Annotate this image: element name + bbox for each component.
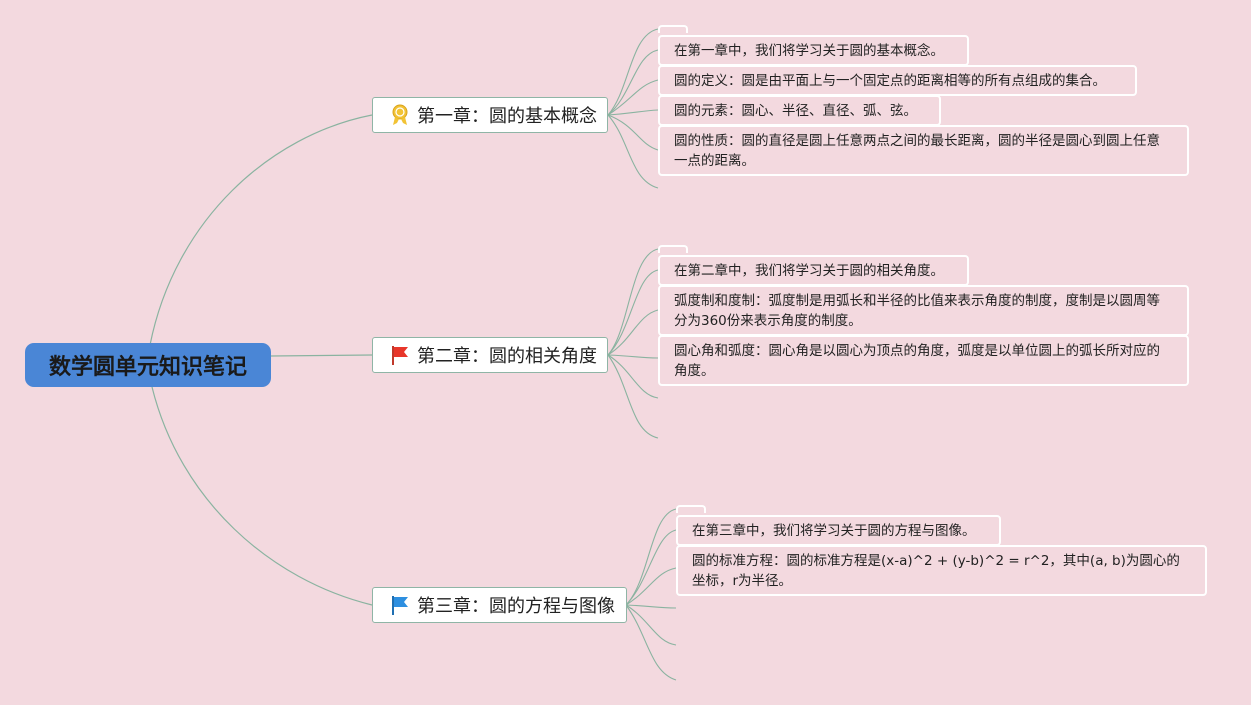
ch3-note-2[interactable]: 圆的标准方程：圆的标准方程是(x-a)^2 + (y-b)^2 = r^2，其中…: [676, 545, 1207, 596]
ch3-empty-stub: [676, 505, 706, 513]
ch2-note-2[interactable]: 弧度制和度制：弧度制是用弧长和半径的比值来表示角度的制度，度制是以圆周等分为36…: [658, 285, 1189, 336]
ch1-note-2[interactable]: 圆的定义：圆是由平面上与一个固定点的距离相等的所有点组成的集合。: [658, 65, 1137, 96]
ch2-note-3[interactable]: 圆心角和弧度：圆心角是以圆心为顶点的角度，弧度是以单位圆上的弧长所对应的角度。: [658, 335, 1189, 386]
ch2-branches: [607, 248, 659, 439]
ch1-empty-stub: [658, 25, 688, 33]
chapter-2-node[interactable]: 第二章：圆的相关角度: [372, 337, 608, 373]
ch1-note-3[interactable]: 圆的元素：圆心、半径、直径、弧、弦。: [658, 95, 941, 126]
chapter-1-node[interactable]: 第一章：圆的基本概念: [372, 97, 608, 133]
blue-flag-icon: [389, 594, 411, 616]
ch1-branches: [607, 28, 659, 189]
connector-root-ch3: [151, 386, 373, 606]
chapter-3-node[interactable]: 第三章：圆的方程与图像: [372, 587, 627, 623]
ch1-note-4[interactable]: 圆的性质：圆的直径是圆上任意两点之间的最长距离，圆的半径是圆心到圆上任意一点的距…: [658, 125, 1189, 176]
central-topic[interactable]: 数学圆单元知识笔记: [25, 343, 271, 387]
connector-root-ch1: [149, 114, 373, 346]
chapter-3-label: 第三章：圆的方程与图像: [417, 596, 615, 617]
ch2-note-1[interactable]: 在第二章中，我们将学习关于圆的相关角度。: [658, 255, 969, 286]
ch2-empty-stub: [658, 245, 688, 253]
ch3-branches: [625, 508, 677, 681]
ch3-note-1[interactable]: 在第三章中，我们将学习关于圆的方程与图像。: [676, 515, 1001, 546]
award-ribbon-icon: [389, 104, 411, 126]
chapter-2-label: 第二章：圆的相关角度: [417, 346, 597, 367]
red-flag-icon: [389, 344, 411, 366]
chapter-1-label: 第一章：圆的基本概念: [417, 106, 597, 127]
connector-root-ch2: [270, 354, 373, 357]
ch1-note-1[interactable]: 在第一章中，我们将学习关于圆的基本概念。: [658, 35, 969, 66]
